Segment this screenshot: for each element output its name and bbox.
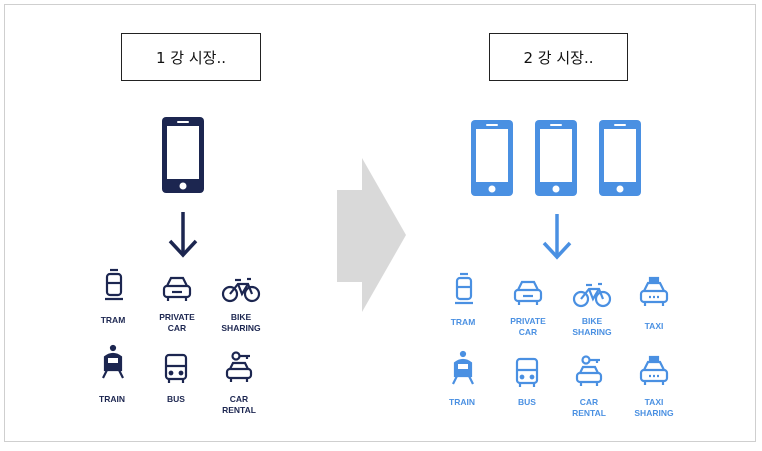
label-taxi-sharing-2: SHARING [634,408,674,418]
label-car-rental-1: CAR [580,397,598,407]
transition-arrow-icon [337,158,406,312]
right-title-box: 2 강 시장.. [489,33,628,81]
phone-icon [599,120,641,196]
label-car-rental-2: RENTAL [572,408,606,418]
label-bike-sharing-1: BIKE [582,316,603,326]
private-car-icon [162,276,192,303]
car-rental-icon [575,355,603,388]
label-car-rental-1: CAR [230,394,248,404]
taxi-sharing-icon [639,355,669,387]
label-bike-sharing-1: BIKE [231,312,252,322]
taxi-icon [639,276,669,308]
label-train: TRAIN [99,394,125,404]
bus-icon [515,357,539,389]
label-bike-sharing-2: SHARING [221,323,261,333]
label-private-car-1: PRIVATE [159,312,195,322]
down-arrow-icon [168,210,198,257]
car-rental-icon [225,351,253,384]
label-taxi: TAXI [645,321,664,331]
bike-sharing-icon [572,282,612,308]
phone-icon [162,117,204,193]
left-title-box: 1 강 시장.. [121,33,261,81]
tram-icon [103,268,125,301]
label-tram: TRAM [101,315,126,325]
left-title: 1 강 시장.. [155,48,227,67]
label-bike-sharing-2: SHARING [572,327,612,337]
bike-sharing-icon [221,277,261,303]
label-private-car-1: PRIVATE [510,316,546,326]
label-bus: BUS [167,394,185,404]
label-tram: TRAM [451,317,476,327]
bus-icon [164,353,188,385]
label-car-rental-2: RENTAL [222,405,256,415]
right-title: 2 강 시장.. [523,48,594,67]
label-private-car-2: CAR [168,323,186,333]
phone-icon [535,120,577,196]
train-icon [451,350,475,386]
label-private-car-2: CAR [519,327,537,337]
train-icon [101,344,125,380]
private-car-icon [513,280,543,307]
tram-icon [453,272,475,305]
down-arrow-icon [542,212,572,259]
phone-icon [471,120,513,196]
label-taxi-sharing-1: TAXI [645,397,664,407]
label-train: TRAIN [449,397,475,407]
label-bus: BUS [518,397,536,407]
